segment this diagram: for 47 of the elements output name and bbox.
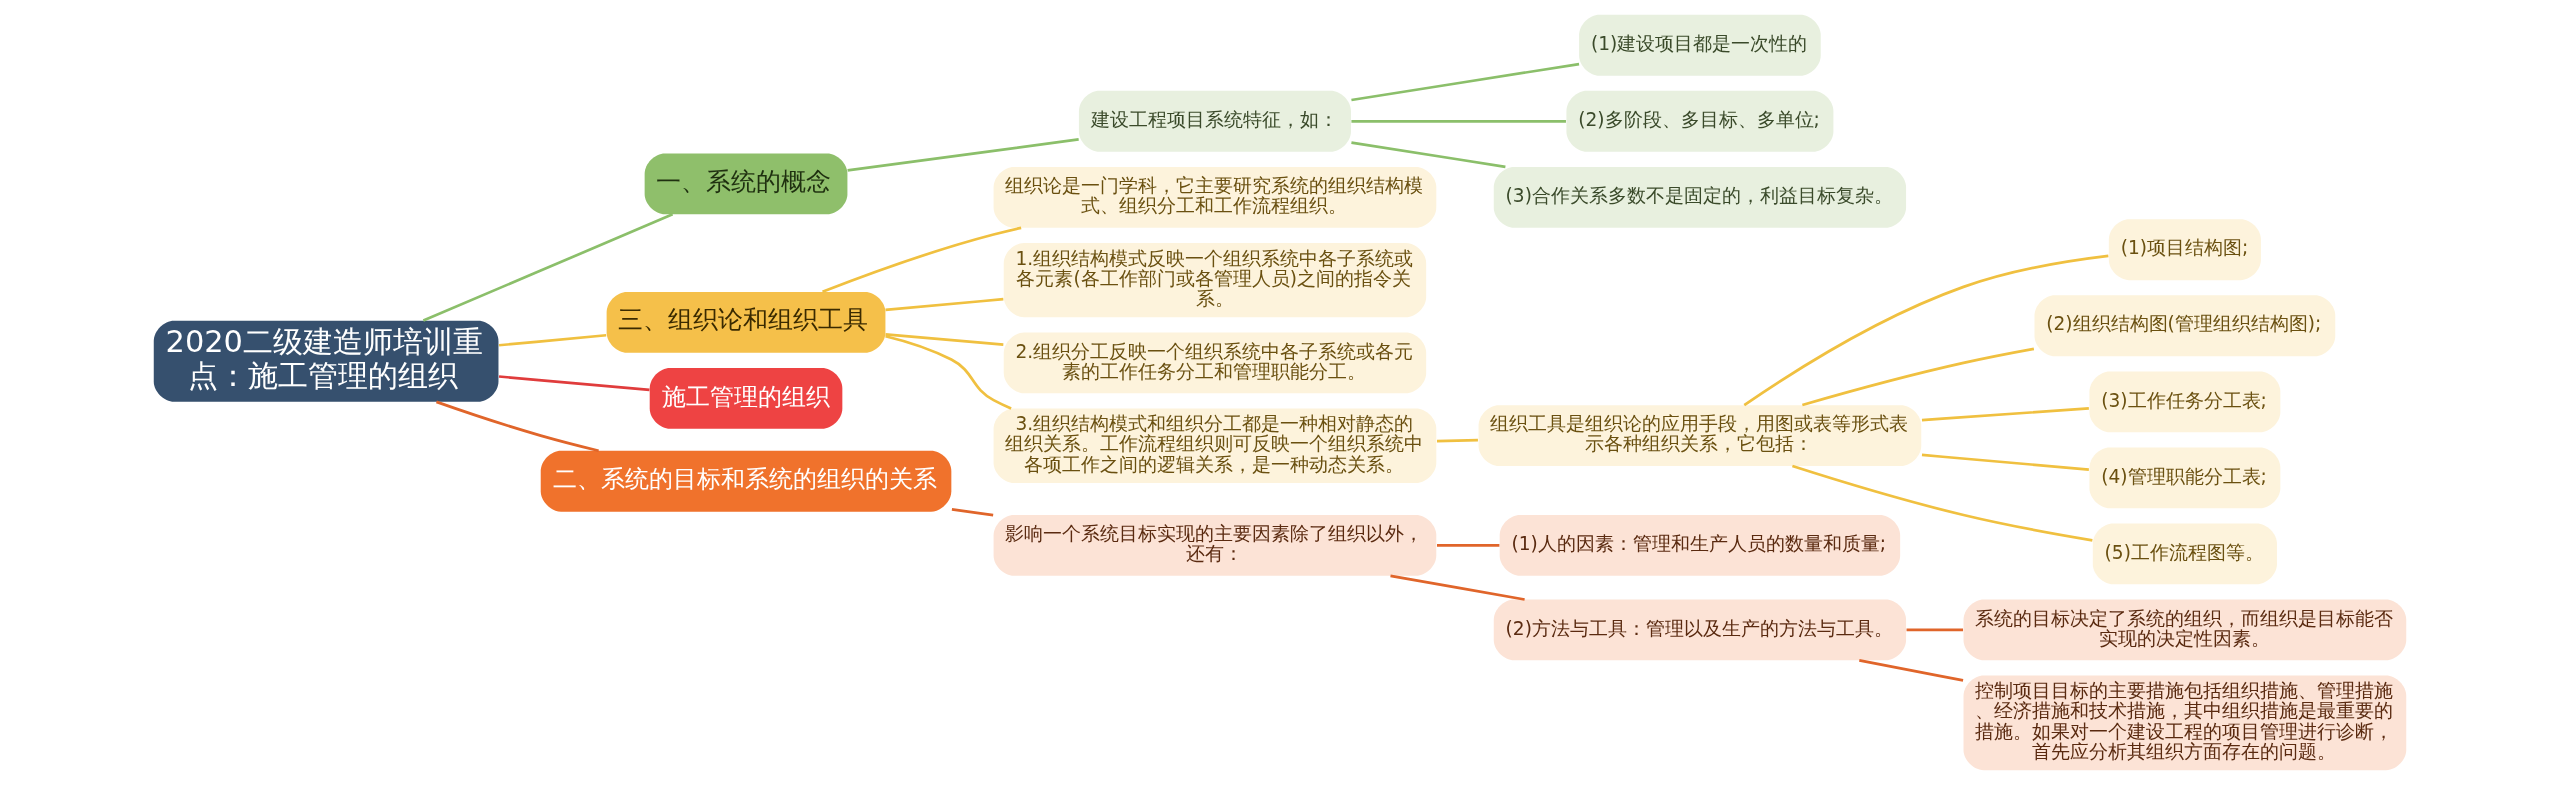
node-box: 影响一个系统目标实现的主要因素除了组织以外，还有： <box>993 515 1437 576</box>
node-box: 二、系统的目标和系统的组织的关系 <box>540 450 952 512</box>
node-box: (1)人的因素：管理和生产人员的数量和质量; <box>1499 515 1901 576</box>
node-box: 2.组织分工反映一个组织系统中各子系统或各元素的工作任务分工和管理职能分工。 <box>1003 332 1427 394</box>
connector <box>885 297 1004 312</box>
connector <box>847 138 1079 172</box>
node-box: 施工管理的组织 <box>649 368 843 429</box>
node-box: 2020二级建造师培训重点：施工管理的组织 <box>153 320 499 402</box>
node-box: 建设工程项目系统特征，如： <box>1078 90 1351 152</box>
connector <box>1437 544 1500 547</box>
node-box: 三、组织论和组织工具 <box>606 291 886 353</box>
connector <box>951 508 994 517</box>
connector <box>1351 62 1580 102</box>
node-box: (5)工作流程图等。 <box>2092 523 2277 585</box>
node-box: (4)管理职能分工表; <box>2089 447 2281 509</box>
connector <box>885 333 1004 346</box>
connector <box>1921 407 2089 422</box>
connector <box>1802 347 2035 407</box>
connector <box>498 375 650 392</box>
node-box: 控制项目目标的主要措施包括组织措施、管理措施、经济措施和技术措施，其中组织措施是最重要的措施。如果对一个建设工程的项目管理进行诊断，首先应分析其组织方面存在的问题。 <box>1963 675 2407 771</box>
node-box: 3.组织结构模式和组织分工都是一种相对静态的组织关系。工作流程组织则可反映一个组织系统中各项工作之间的逻辑关系，是一种动态关系。 <box>993 408 1437 483</box>
node-box: 1.组织结构模式反映一个组织系统中各子系统或各元素(各工作部门或各管理人员)之间的指令关系。 <box>1003 242 1427 318</box>
connector <box>885 334 1012 410</box>
connector <box>1921 453 2089 471</box>
node-box: (3)合作关系多数不是固定的，利益目标复杂。 <box>1493 166 1907 228</box>
connector <box>1351 119 1566 123</box>
node-box: 组织工具是组织论的应用手段，用图或表等形式表示各种组织关系，它包括： <box>1478 405 1922 466</box>
node-box: 系统的目标决定了系统的组织，而组织是目标能否实现的决定性因素。 <box>1963 599 2407 661</box>
connector <box>436 400 599 453</box>
connector <box>1390 574 1525 601</box>
node-box: (1)项目结构图; <box>2108 219 2261 281</box>
connector <box>422 213 674 322</box>
connector <box>822 226 1022 294</box>
connector <box>1743 254 2109 407</box>
connector <box>1906 628 1964 632</box>
connector <box>1792 464 2093 542</box>
connector <box>498 333 607 347</box>
node-box: (2)方法与工具：管理以及生产的方法与工具。 <box>1493 599 1907 661</box>
node-box: (3)工作任务分工表; <box>2089 371 2281 433</box>
connector <box>1436 438 1478 443</box>
connector <box>1859 659 1964 682</box>
node-box: (2)多阶段、多目标、多单位; <box>1566 90 1834 152</box>
node-box: (2)组织结构图(管理组织结构图); <box>2034 295 2336 357</box>
node-box: (1)建设项目都是一次性的 <box>1579 14 1821 76</box>
node-box: 组织论是一门学科，它主要研究系统的组织结构模式、组织分工和工作流程组织。 <box>993 166 1437 228</box>
connector <box>1351 141 1506 169</box>
node-box: 一、系统的概念 <box>644 153 848 215</box>
